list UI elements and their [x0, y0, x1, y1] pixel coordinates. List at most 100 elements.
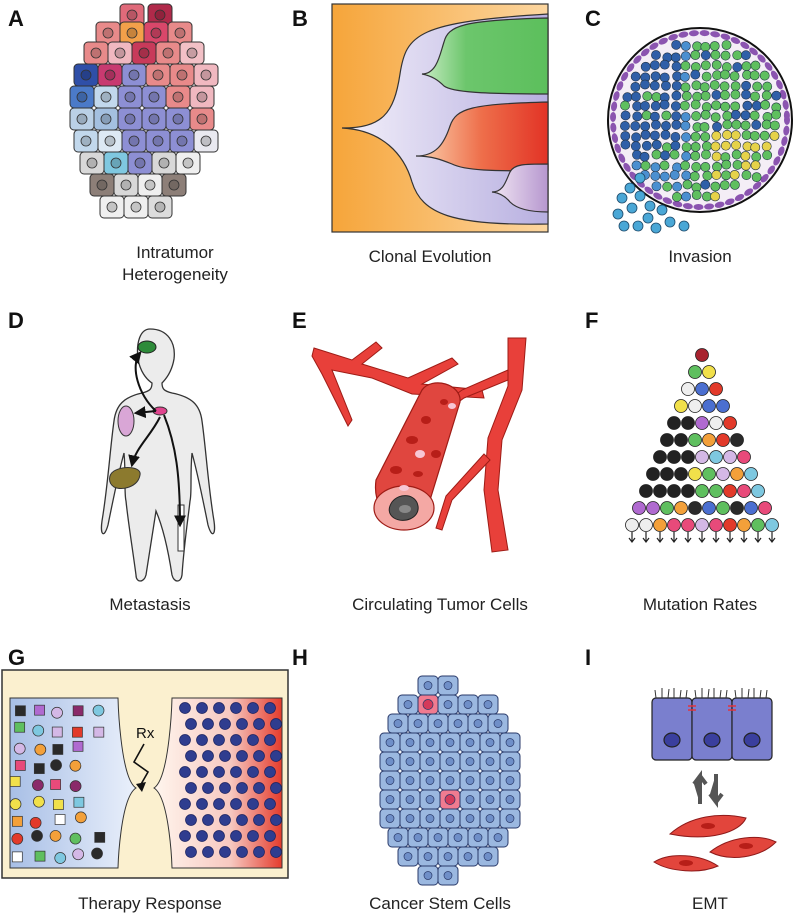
stromal-cell: [688, 30, 699, 37]
tumor-cell: [760, 100, 771, 110]
tumor-cell: [659, 171, 670, 182]
tumor-cell: [659, 99, 670, 110]
cell-node: [695, 348, 709, 362]
tumor-cell: [669, 149, 680, 160]
tumor-cell: [722, 129, 732, 140]
cell-nucleus: [148, 113, 160, 125]
cell-node: [751, 484, 765, 498]
tumor-cell: [650, 171, 661, 181]
invading-cell: [634, 172, 646, 184]
tumor-cell: [690, 69, 701, 80]
mesenchymal-nucleus: [679, 860, 693, 866]
resistant-cell: [253, 750, 265, 762]
tumor-cell: [659, 160, 670, 171]
tumor-cell: [700, 162, 711, 172]
cell-nucleus: [176, 69, 188, 81]
tumor-cell: [700, 131, 711, 142]
cell-node: [667, 518, 681, 532]
tumor-cell: [620, 139, 631, 150]
tumor-cell: [622, 92, 633, 103]
rx-label: Rx: [136, 725, 155, 742]
stromal-cell: [744, 188, 754, 196]
tumor-cell: [721, 40, 732, 50]
tumor-cell: [702, 170, 713, 181]
heterogeneity-cell-cluster: [69, 3, 219, 219]
tumor-cell: [751, 120, 762, 130]
cell-nucleus: [120, 179, 132, 191]
stromal-cell: [777, 146, 785, 156]
tumor-cell: [671, 111, 682, 122]
arrow-to-liver: [128, 416, 161, 468]
cell-node: [709, 382, 723, 396]
caption-c: Invasion: [668, 247, 732, 266]
tumor-cell: [741, 130, 752, 141]
resistant-cell: [185, 782, 197, 794]
cell-nucleus: [128, 135, 140, 147]
tumor-cell: [639, 151, 650, 162]
cell-node: [716, 467, 730, 481]
stromal-cell: [610, 122, 617, 133]
tumor-cell: [690, 151, 701, 161]
arrow-to-bone: [163, 414, 186, 528]
stromal-cell: [611, 133, 619, 144]
cell-node: [681, 416, 695, 430]
caption-b: Clonal Evolution: [368, 247, 492, 266]
cell-nucleus: [162, 47, 174, 59]
lineage-arrow: [642, 532, 650, 543]
heterogeneous-cell: [49, 830, 62, 842]
resistant-cell: [253, 846, 265, 858]
caption-e: Circulating Tumor Cells: [352, 595, 528, 614]
vessel-branch-top-left: [311, 341, 485, 427]
lineage-arrow: [712, 532, 720, 543]
cell-nucleus: [453, 719, 463, 728]
cell-node: [681, 382, 695, 396]
cell-nucleus: [443, 681, 453, 690]
stromal-cell: [610, 111, 617, 122]
resistant-cell: [236, 750, 248, 762]
resistant-cell: [247, 830, 259, 842]
therapy-arrow: [132, 743, 150, 787]
red-blood-cell: [390, 466, 402, 474]
resistant-cell: [236, 846, 248, 858]
tumor-cell: [771, 90, 782, 101]
stromal-cell: [757, 54, 766, 63]
cell-node: [653, 484, 667, 498]
cell-nucleus: [493, 833, 503, 842]
cell-nucleus: [445, 776, 455, 785]
heterogeneous-cell: [52, 744, 64, 755]
tumor-cell: [640, 160, 651, 171]
cell-nucleus: [393, 833, 403, 842]
cell-nucleus: [385, 814, 395, 823]
cell-node: [667, 416, 681, 430]
invading-cell: [650, 222, 662, 234]
cell-nucleus: [96, 179, 108, 191]
tumor-cell: [649, 80, 660, 91]
tumor-cell: [740, 110, 751, 121]
epithelial-cell: [651, 697, 693, 761]
body-silhouette: [100, 328, 216, 582]
cell-nucleus: [465, 776, 475, 785]
heterogeneous-cell: [54, 814, 66, 825]
tumor-cell: [659, 72, 670, 83]
cell-node: [695, 518, 709, 532]
cell-nucleus: [485, 738, 495, 747]
cell-nucleus: [134, 157, 146, 169]
resistant-cell: [219, 750, 231, 762]
resistant-cell: [219, 782, 231, 794]
tumor-cell: [710, 191, 721, 202]
arrow-down: [708, 774, 724, 808]
stromal-cell: [614, 143, 622, 154]
tumor-cell: [689, 171, 700, 182]
cell-node: [716, 501, 730, 515]
tumor-cell: [700, 109, 711, 120]
white-blood-cell: [399, 485, 409, 491]
cell-node: [702, 433, 716, 447]
tumor-cell: [711, 59, 722, 70]
tumor-cell: [730, 109, 741, 120]
tumor-cell: [750, 60, 761, 71]
tumor-cell: [680, 51, 691, 62]
cell-node: [723, 416, 737, 430]
tumor-cell: [650, 130, 660, 141]
cell-nucleus: [422, 699, 434, 710]
tumor-cell: [740, 151, 751, 161]
